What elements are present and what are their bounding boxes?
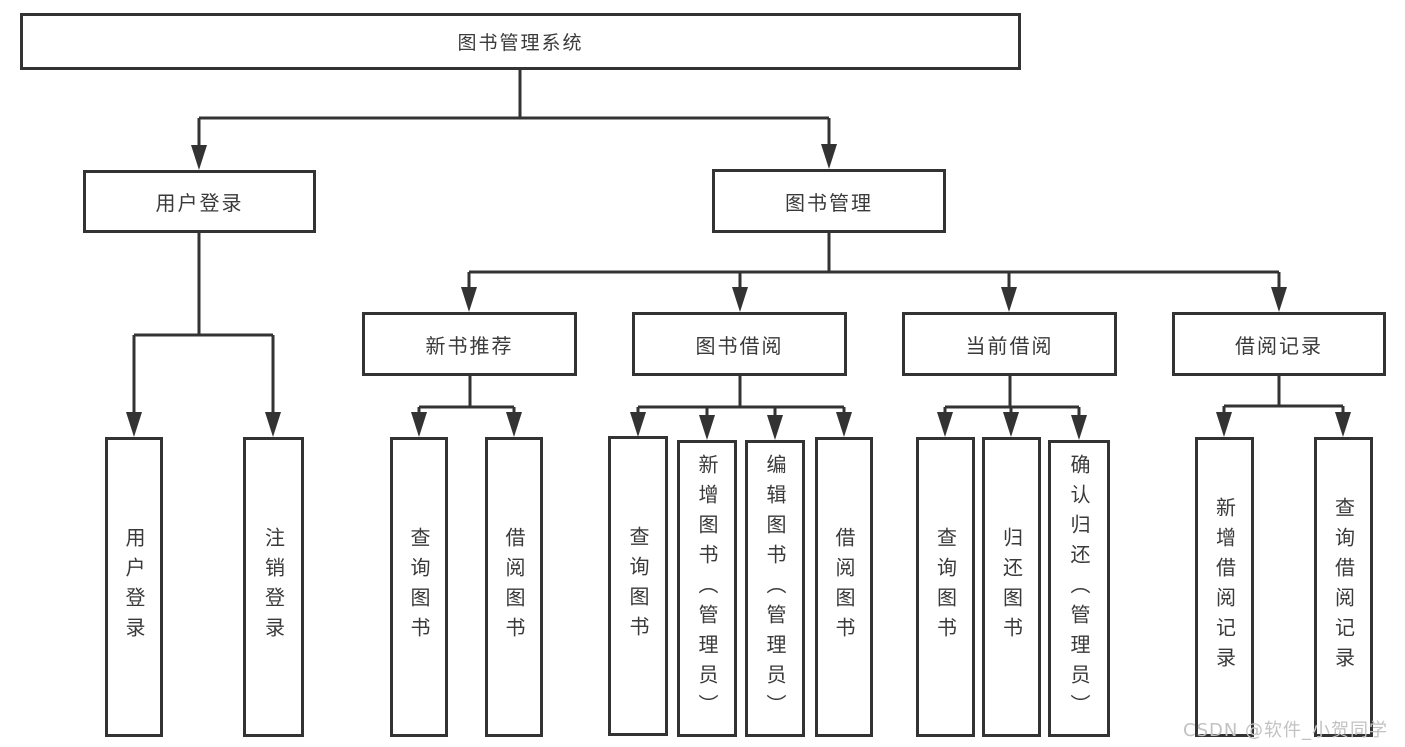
leaf-query-borrow-record-label: 查询借阅记录 xyxy=(1331,497,1356,677)
leaf-query-books-recommend-label: 查询图书 xyxy=(407,527,431,647)
node-new-book-recommend-label: 新书推荐 xyxy=(425,333,514,358)
leaf-logout: 注销登录 xyxy=(243,437,304,737)
leaf-query-books-borrow-label: 查询图书 xyxy=(626,526,650,646)
leaf-query-books-recommend: 查询图书 xyxy=(390,437,448,737)
leaf-query-books-borrow: 查询图书 xyxy=(608,436,668,736)
leaf-user-login-label: 用户登录 xyxy=(122,527,146,647)
leaf-add-borrow-record-label: 新增借阅记录 xyxy=(1212,497,1237,677)
arrowheads xyxy=(126,144,1351,440)
leaf-logout-label: 注销登录 xyxy=(261,527,286,647)
node-user-login-label: 用户登录 xyxy=(155,191,244,215)
node-book-borrow-label: 图书借阅 xyxy=(695,333,784,358)
csdn-watermark: CSDN @软件_小贺同学 xyxy=(1183,720,1389,741)
node-book-borrow: 图书借阅 xyxy=(632,312,847,376)
node-root-label: 图书管理系统 xyxy=(457,32,584,54)
leaf-query-books-current-label: 查询图书 xyxy=(933,527,958,647)
leaf-borrow-books-recommend: 借阅图书 xyxy=(485,437,543,737)
node-book-management: 图书管理 xyxy=(712,169,946,233)
leaf-confirm-return-admin: 确认归还（管理员） xyxy=(1048,440,1110,737)
node-borrow-record-label: 借阅记录 xyxy=(1235,333,1323,358)
leaf-borrow-books: 借阅图书 xyxy=(815,437,873,737)
leaf-return-books-label: 归还图书 xyxy=(999,527,1024,647)
node-current-borrow-label: 当前借阅 xyxy=(965,333,1054,358)
leaf-query-books-current: 查询图书 xyxy=(916,437,975,737)
node-current-borrow: 当前借阅 xyxy=(902,312,1117,376)
leaf-add-books-admin: 新增图书（管理员） xyxy=(677,440,737,737)
leaf-borrow-books-label: 借阅图书 xyxy=(832,527,856,647)
leaf-add-books-admin-label: 新增图书（管理员） xyxy=(695,453,719,724)
leaf-query-borrow-record: 查询借阅记录 xyxy=(1314,437,1373,737)
node-borrow-record: 借阅记录 xyxy=(1172,312,1386,376)
leaf-edit-books-admin: 编辑图书（管理员） xyxy=(745,440,805,737)
leaf-edit-books-admin-label: 编辑图书（管理员） xyxy=(763,453,787,724)
node-user-login: 用户登录 xyxy=(83,170,316,233)
leaf-confirm-return-admin-label: 确认归还（管理员） xyxy=(1067,453,1091,724)
leaf-user-login: 用户登录 xyxy=(105,437,163,737)
leaf-return-books: 归还图书 xyxy=(982,437,1041,737)
node-new-book-recommend: 新书推荐 xyxy=(362,312,577,376)
node-book-management-label: 图书管理 xyxy=(785,190,873,215)
node-root: 图书管理系统 xyxy=(20,13,1021,70)
leaf-borrow-books-recommend-label: 借阅图书 xyxy=(502,527,526,647)
leaf-add-borrow-record: 新增借阅记录 xyxy=(1195,437,1254,737)
